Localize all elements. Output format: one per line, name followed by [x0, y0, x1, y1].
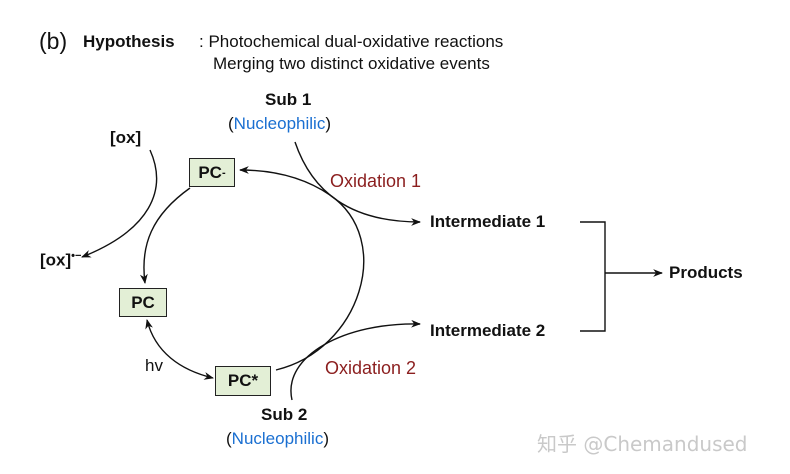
panel-label: (b): [39, 28, 68, 54]
pc-minus-box: PC-: [189, 158, 235, 187]
sub2-label: Sub 2: [261, 405, 308, 424]
watermark-text: 知乎 @Chemandused: [537, 432, 748, 456]
oxidation1-label: Oxidation 1: [330, 171, 422, 191]
hypothesis-title: Hypothesis: [83, 32, 175, 51]
cycle-arc-left: [139, 187, 191, 284]
products-bracket: [580, 221, 606, 332]
hypothesis-line1: : Photochemical dual-oxidative reactions: [199, 32, 504, 51]
sub1-type: (Nucleophilic): [228, 114, 332, 133]
pc-star-box: PC*: [215, 366, 271, 396]
reduced-oxidant-label: [ox]•−: [40, 250, 82, 270]
sub1-label: Sub 1: [265, 90, 312, 109]
cycle-arc-right: [239, 166, 365, 371]
oxidation2-arrow: [290, 319, 421, 401]
sub2-type: (Nucleophilic): [226, 429, 330, 448]
oxidation2-label: Oxidation 2: [325, 358, 417, 378]
oxidant-label: [ox]: [110, 128, 142, 147]
intermediate1-label: Intermediate 1: [430, 212, 546, 231]
hypothesis-line2: Merging two distinct oxidative events: [213, 54, 490, 73]
products-label: Products: [669, 263, 743, 282]
pc-box: PC: [119, 288, 167, 317]
hv-label: hv: [145, 356, 163, 375]
ox-arrow: [81, 149, 158, 258]
intermediate2-label: Intermediate 2: [430, 321, 546, 340]
hv-arrow: [145, 319, 214, 380]
oxidation1-arrow: [294, 141, 421, 226]
